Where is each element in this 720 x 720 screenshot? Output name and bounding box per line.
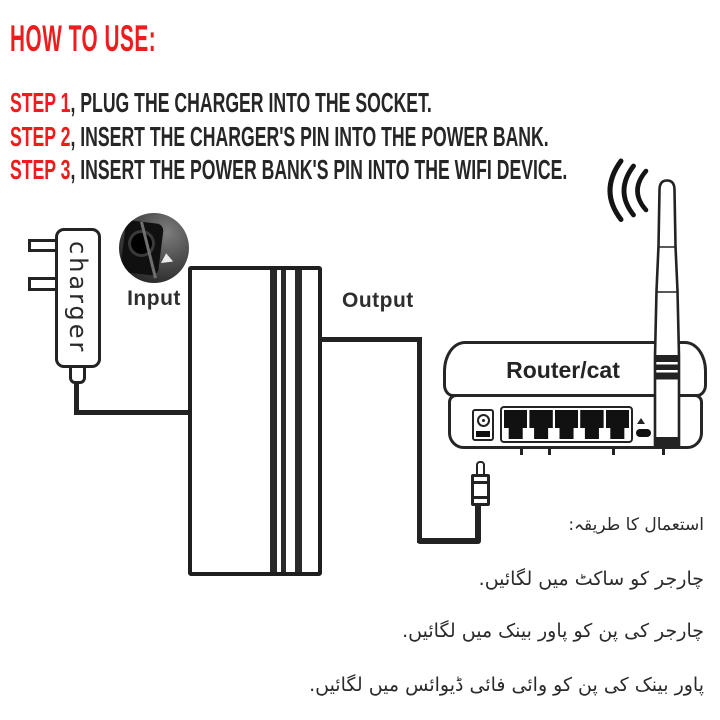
cursor-icon — [161, 253, 175, 268]
wps-button — [636, 429, 651, 437]
power-bank-stripe-1 — [270, 270, 277, 572]
router-foot — [662, 448, 665, 455]
router-foot — [548, 448, 551, 455]
step-1: STEP 1, PLUG THE CHARGER INTO THE SOCKET… — [10, 87, 432, 118]
step-2-text: INSERT THE CHARGER'S PIN INTO THE POWER … — [80, 120, 549, 152]
output-cable-bottom — [417, 538, 481, 544]
charger-label: charger — [64, 241, 92, 355]
wps-icon — [637, 418, 645, 424]
ethernet-port-4 — [580, 410, 604, 439]
step-1-text: PLUG THE CHARGER INTO THE SOCKET. — [80, 87, 432, 118]
output-label: Output — [342, 289, 414, 312]
router-label: Router/cat — [506, 357, 620, 383]
step-3-label: STEP 3 — [10, 154, 71, 186]
charger-body: charger — [55, 228, 101, 368]
router-foot — [612, 448, 615, 455]
ethernet-port-2 — [529, 410, 553, 439]
input-label: Input — [127, 287, 181, 310]
step-2-label: STEP 2 — [10, 120, 71, 152]
router-dc-port-base — [476, 431, 490, 437]
urdu-step-1: چارجر کو ساکٹ میں لگائیں. — [478, 568, 704, 590]
ethernet-port-1 — [504, 410, 528, 439]
output-cable-down — [417, 337, 422, 543]
step-3: STEP 3, INSERT THE POWER BANK'S PIN INTO… — [10, 154, 568, 186]
router-foot — [520, 448, 523, 455]
power-bank-stripe-2 — [281, 270, 286, 572]
dc-plug-barrel — [471, 474, 490, 506]
power-bank-stripe-3 — [295, 270, 302, 572]
input-port-photo — [119, 213, 189, 283]
router-dc-port — [472, 409, 494, 441]
steps-list: STEP 1, PLUG THE CHARGER INTO THE SOCKET… — [10, 86, 720, 187]
plug-cable — [475, 504, 481, 540]
step-1-label: STEP 1 — [10, 87, 71, 118]
urdu-step-2: چارجر کی پن کو پاور بینک میں لگائیں. — [402, 620, 704, 642]
charger-cable-vertical — [74, 382, 79, 415]
router-dc-port-pin — [482, 419, 485, 422]
ethernet-ports — [500, 406, 633, 443]
output-cable-top — [318, 337, 422, 342]
ethernet-port-3 — [554, 410, 579, 439]
charger-cable-horizontal — [74, 410, 192, 415]
step-3-text: INSERT THE POWER BANK'S PIN INTO THE WIF… — [80, 154, 568, 186]
router-dc-port-ring — [477, 414, 490, 427]
urdu-heading: استعمال کا طریقہ: — [568, 515, 704, 535]
page-title: HOW TO USE: — [10, 18, 157, 59]
ethernet-port-5 — [605, 410, 630, 439]
urdu-step-3: پاور بینک کی پن کو وائی فائی ڈیوائس میں … — [309, 674, 704, 696]
step-2: STEP 2, INSERT THE CHARGER'S PIN INTO TH… — [10, 120, 549, 152]
